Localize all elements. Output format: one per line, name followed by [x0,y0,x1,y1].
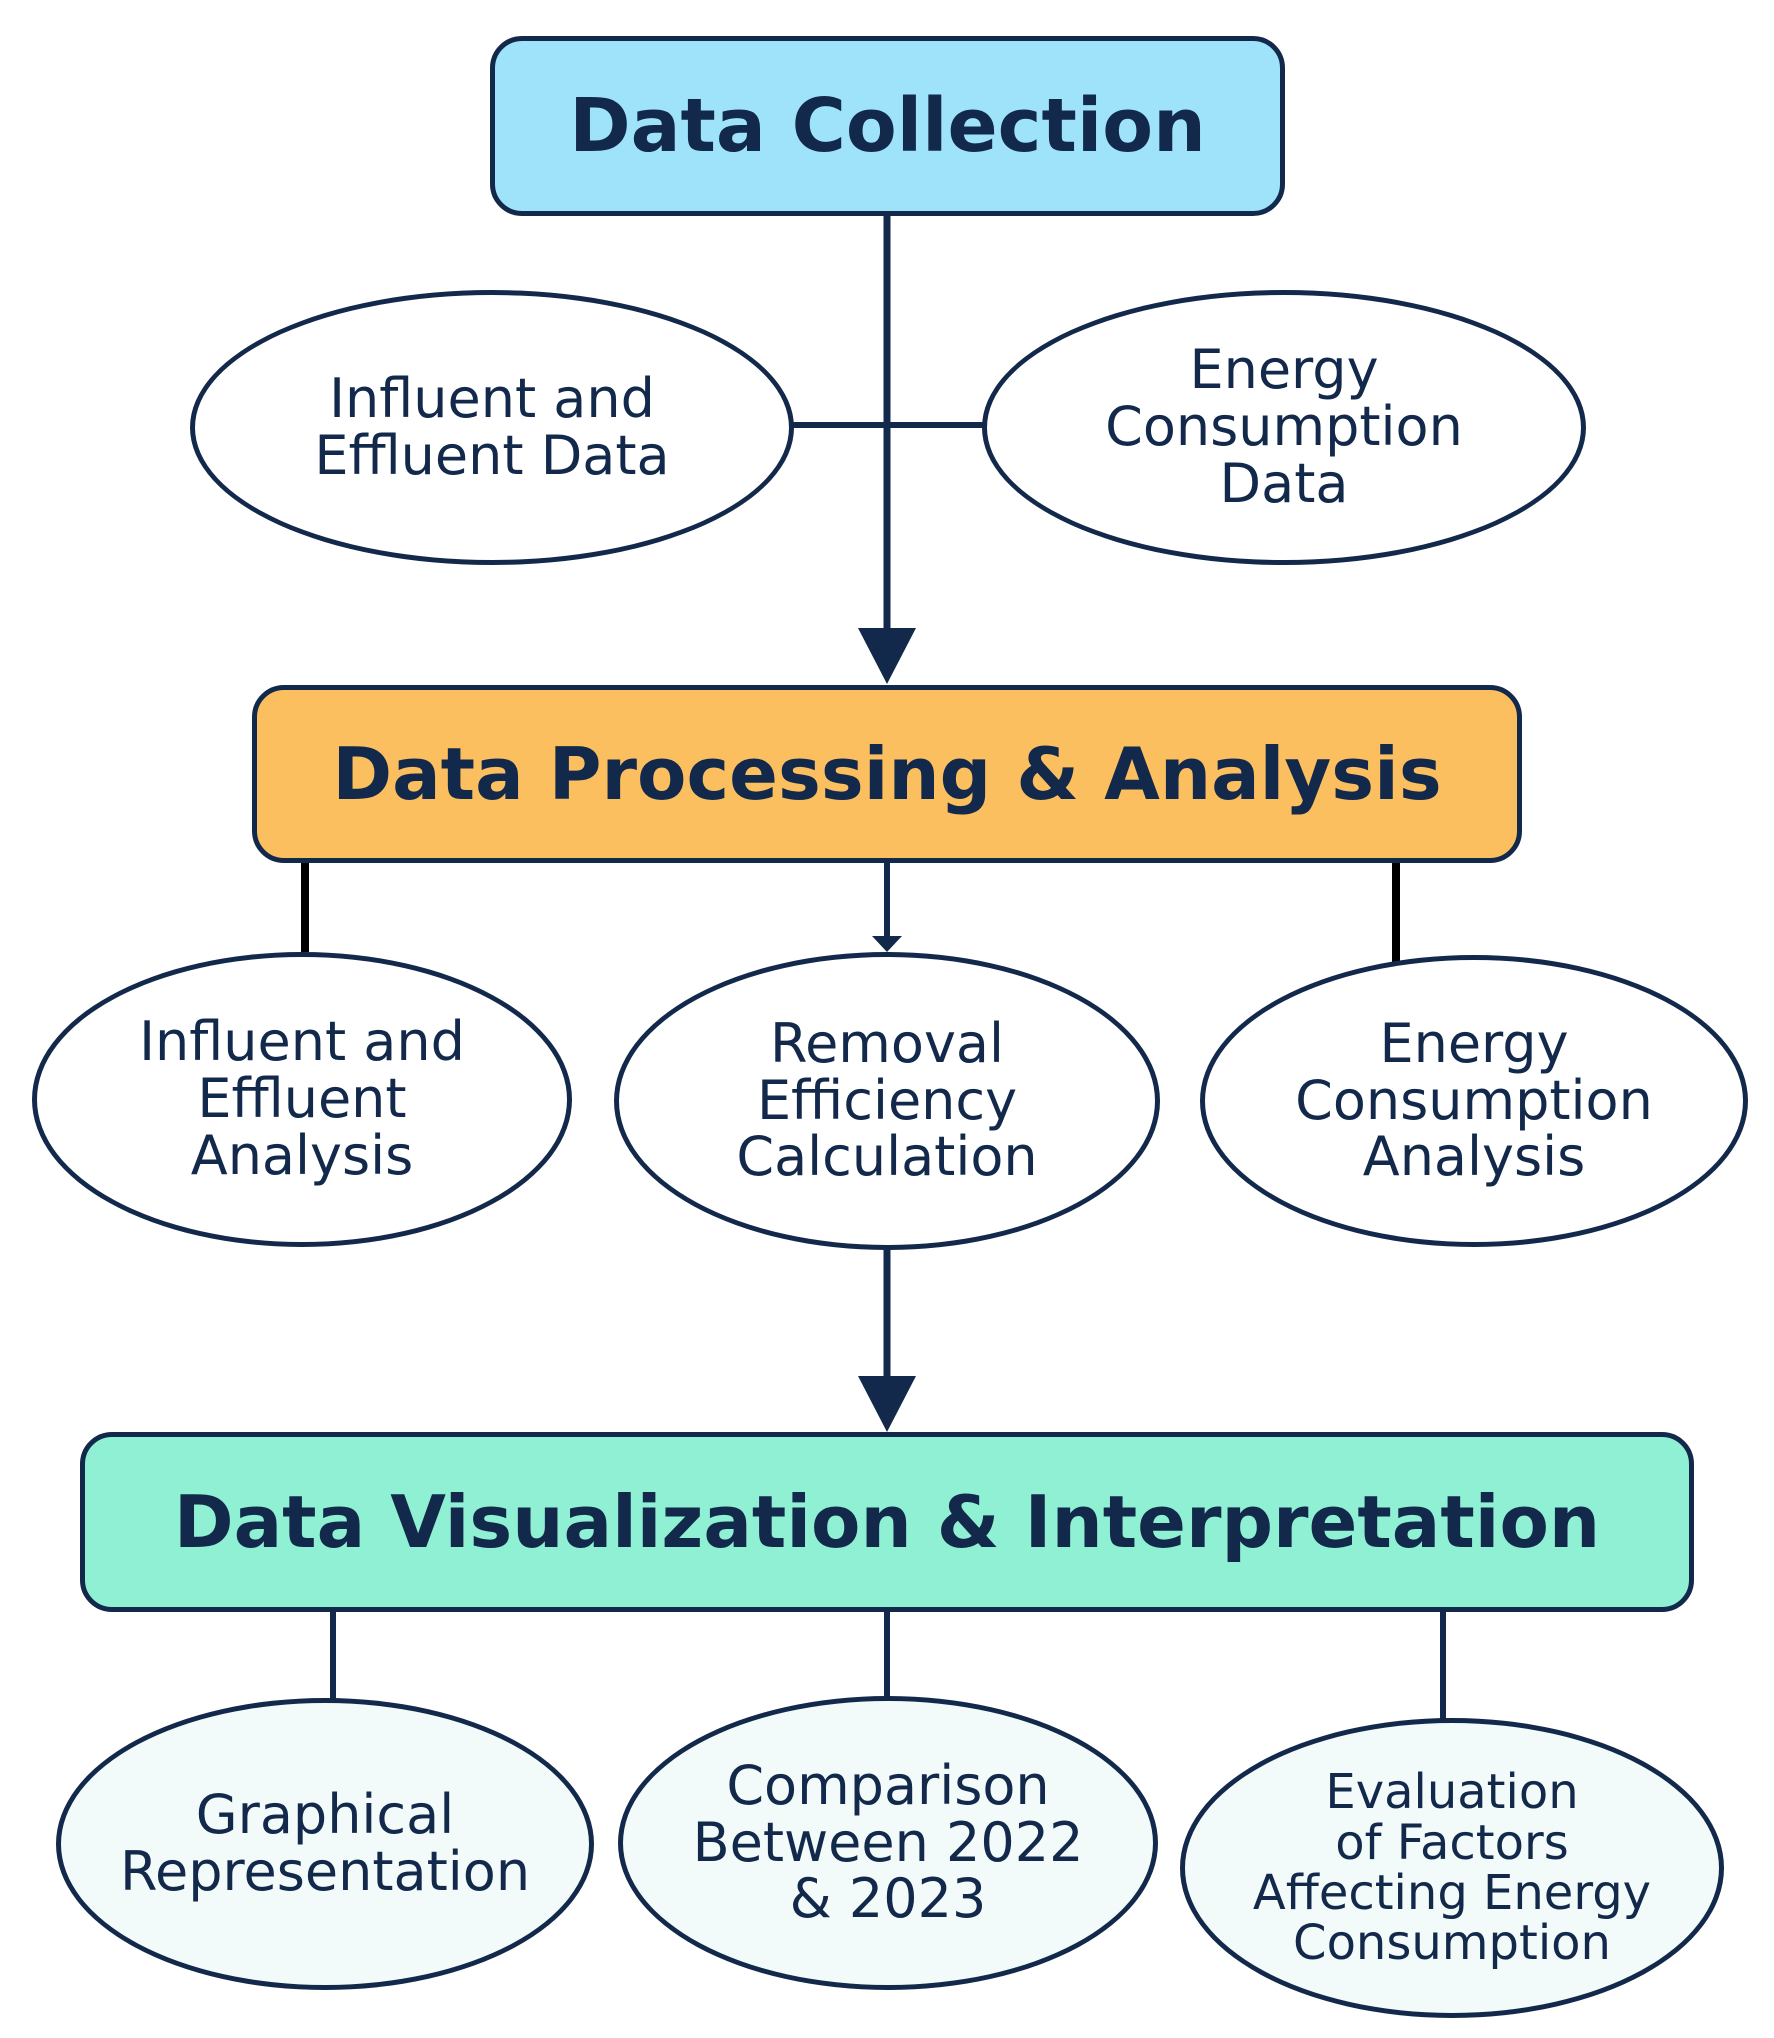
arrow-head-middle [872,936,902,952]
removal-efficiency-node: Removal Efficiency Calculation [614,952,1160,1250]
data-collection-title: Data Collection [569,83,1206,169]
evaluation-factors-node: Evaluation of Factors Affecting Energy C… [1180,1718,1724,2018]
energy-consumption-data-label: Energy Consumption Data [1105,338,1463,515]
influent-effluent-data-label: Influent and Effluent Data [314,366,670,487]
graphical-representation-node: Graphical Representation [56,1698,594,1990]
influent-effluent-analysis-label: Influent and Effluent Analysis [139,1010,465,1187]
evaluation-factors-label: Evaluation of Factors Affecting Energy C… [1252,1764,1652,1972]
data-visualization-title: Data Visualization & Interpretation [173,1480,1601,1564]
influent-effluent-data-node: Influent and Effluent Data [190,290,794,565]
graphical-representation-label: Graphical Representation [119,1783,531,1903]
arrow-head-processing [858,628,916,684]
data-processing-title: Data Processing & Analysis [332,732,1442,816]
removal-efficiency-label: Removal Efficiency Calculation [736,1011,1038,1189]
data-collection-box: Data Collection [490,36,1285,216]
influent-effluent-analysis-node: Influent and Effluent Analysis [32,952,572,1247]
energy-consumption-analysis-node: Energy Consumption Analysis [1200,955,1748,1247]
energy-consumption-analysis-label: Energy Consumption Analysis [1295,1011,1653,1189]
energy-consumption-data-node: Energy Consumption Data [982,290,1586,565]
data-processing-box: Data Processing & Analysis [252,685,1522,863]
comparison-label: Comparison Between 2022 & 2023 [692,1753,1084,1931]
arrow-head-visualization [858,1376,916,1432]
comparison-node: Comparison Between 2022 & 2023 [618,1696,1158,1990]
data-visualization-box: Data Visualization & Interpretation [80,1432,1694,1612]
